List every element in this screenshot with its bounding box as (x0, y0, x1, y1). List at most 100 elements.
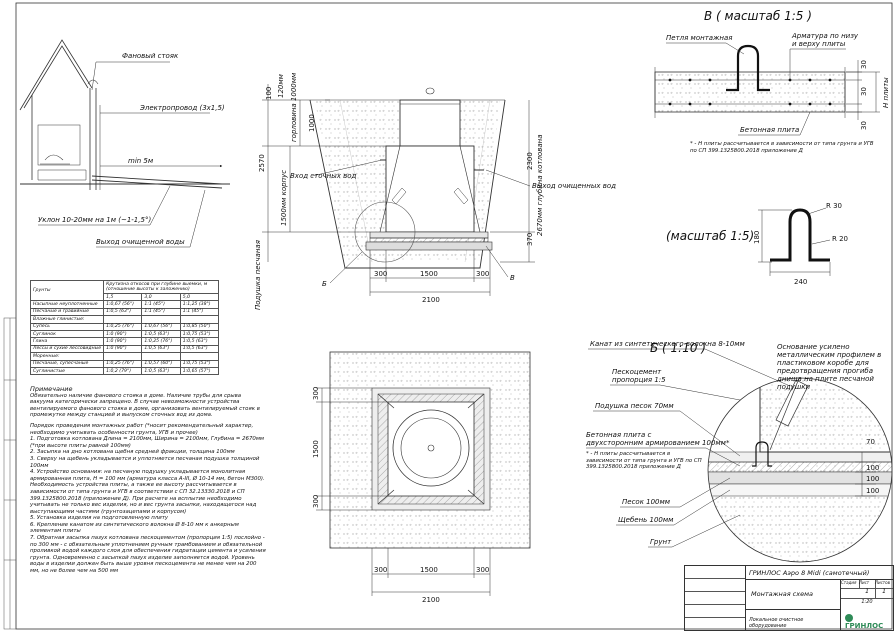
slope-cell: 1:0,25 (76°) (141, 337, 181, 346)
slope-cell: 1:0,5 (63°) (103, 307, 143, 317)
h-plate-label: H плиты (882, 77, 890, 108)
stamp-sheets-h: Листов (875, 580, 893, 589)
slope-cell (141, 352, 181, 361)
detail-b-dim-100b: 100 (866, 475, 879, 483)
dim-100-section: 100 (265, 87, 273, 100)
soil-table-row: Влажные глинистые: (29, 315, 220, 324)
depth-2: 3,0 (141, 292, 181, 302)
brand-logo-text: ГРИНЛОС (845, 622, 884, 630)
slope-cell: 1:0,67 (56°) (141, 322, 181, 331)
notes-title: Примечание (30, 385, 73, 393)
rebar-label-2: и верху плиты (792, 40, 846, 48)
section-horizontal-dims (369, 250, 491, 296)
stamp-signatures (685, 566, 746, 630)
pit-section (309, 87, 506, 269)
stamp-sheets-no: 1 (882, 588, 886, 595)
neck-label: горловина 1000мм (290, 72, 298, 142)
dim-370: 370 (526, 233, 534, 246)
rebar-label-1: Арматура по низу (791, 32, 859, 40)
slope-cell (179, 315, 220, 324)
outlet-treated-label: Выход очищенной воды (96, 238, 185, 246)
order-step: 3. Сверху на щебень укладывается и уплот… (30, 455, 260, 469)
mark-b-label: Б (322, 280, 327, 288)
depth-3: 5,0 (179, 292, 220, 302)
tank-neck (399, 99, 461, 147)
slope-label: Уклон 10-20мм на 1м (~1-1,5°) (38, 216, 151, 224)
dim-2100-section: 2100 (422, 296, 440, 304)
brand-logo-icon (845, 614, 853, 622)
notes-block: Примечание Обязательно наличие фанового … (30, 386, 266, 575)
plan-dim-1500v: 1500 (312, 440, 320, 458)
stamp-product: ГРИНЛОС Аэро 8 Midi (самотечный) (745, 566, 893, 580)
detail-v-dim-30a: 30 (860, 60, 868, 69)
soil-slope-table: Грунты Крутизна откосов при глубине выем… (29, 279, 220, 376)
slope-cell: 1:0,5 (63°) (179, 344, 220, 354)
slope-cell: 1:0 (90°) (103, 344, 143, 354)
left-margin-strip (3, 317, 17, 630)
order-title: Порядок проведения монтажных работ (*нос… (30, 422, 254, 436)
slope-cell: 1:0,75 (53°) (179, 329, 220, 339)
slope-cell: 1:0,25 (76°) (103, 322, 143, 331)
body-label: 1500мм корпус (280, 170, 288, 226)
dim-300a: 300 (374, 270, 387, 278)
dim-1000-section: 1000 (308, 114, 316, 132)
plan-dim-300d: 300 (476, 566, 489, 574)
stamp-sheet-no: 1 (859, 588, 876, 598)
sand-cement-label-1: Пескоцемент (612, 368, 662, 376)
soil-type-cell: Песчаные, супесчаные (29, 359, 105, 368)
soil-type-cell: Влажные глинистые: (29, 315, 105, 324)
detail-b-drawing (707, 377, 893, 563)
slope-cell: 1:0,2 (79°) (103, 366, 143, 376)
section-vertical-dims (262, 84, 535, 263)
soil-header: Грунты (29, 279, 105, 302)
plan-dim-2100: 2100 (422, 596, 440, 604)
slope-cell (141, 315, 181, 324)
soil-label: Грунт (650, 538, 672, 546)
slope-cell (103, 315, 143, 324)
sheet-frame (15, 2, 893, 630)
plan-vertical-dims (316, 387, 388, 511)
slope-cell: 1:1,25 (38°) (179, 300, 220, 309)
detail-b-note: * - Н плиты рассчитывается в зависимости… (586, 451, 702, 471)
slope-cell: 1:0,5 (63°) (141, 329, 181, 339)
stamp-sheet-h: Лист (859, 580, 876, 589)
slope-cell: 1:0 (90°) (103, 337, 143, 346)
stamp-stage-h: Стадия (841, 580, 860, 589)
plan-dim-300b: 300 (312, 495, 320, 508)
loop-r30: R 30 (826, 202, 842, 210)
sand-cement-label-2: пропорция 1:5 (612, 376, 666, 384)
dim-1500-section: 1500 (420, 270, 438, 278)
detail-v-note: * - Н плиты рассчитывается в зависимости… (690, 141, 874, 154)
plan-dim-300c: 300 (374, 566, 387, 574)
stamp-sheet-title: Монтажная схема (745, 580, 841, 610)
detail-b-title: Б ( 1:10 ) (650, 341, 706, 355)
soil-type-cell: Моренные: (29, 352, 105, 361)
slope-cell (179, 352, 220, 361)
dim-2570: 2570 (258, 154, 266, 172)
soil-type-cell: Песчаные и гравийные (29, 307, 105, 317)
plan-horizontal-dims (371, 548, 491, 596)
plate-label-v: Бетонная плита (740, 126, 799, 134)
order-step: 5. Установка изделия на подготовленную п… (30, 515, 169, 522)
slope-cell: 1:0,75 (53°) (179, 359, 220, 368)
pit-depth-label: 2670мм глубина котлована (536, 135, 544, 236)
dim-300b: 300 (476, 270, 489, 278)
detail-v-dim-30b: 30 (860, 87, 868, 96)
slope-cell: 1:0,25 (76°) (103, 359, 143, 368)
order-step: 2. Засыпка на дно котлована щебня средне… (30, 449, 235, 456)
slope-cell: 1:0 (90°) (103, 329, 143, 339)
soil-type-cell: Лессы и сухие лессовидные (29, 344, 105, 354)
mark-v-label: В (510, 274, 515, 282)
title-block: ГРИНЛОС Аэро 8 Midi (самотечный) Монтажн… (684, 565, 894, 631)
loop-dim-240: 240 (794, 278, 807, 286)
plan-dim-300a: 300 (312, 387, 320, 400)
slope-cell: 1:0,57 (60°) (141, 359, 181, 368)
